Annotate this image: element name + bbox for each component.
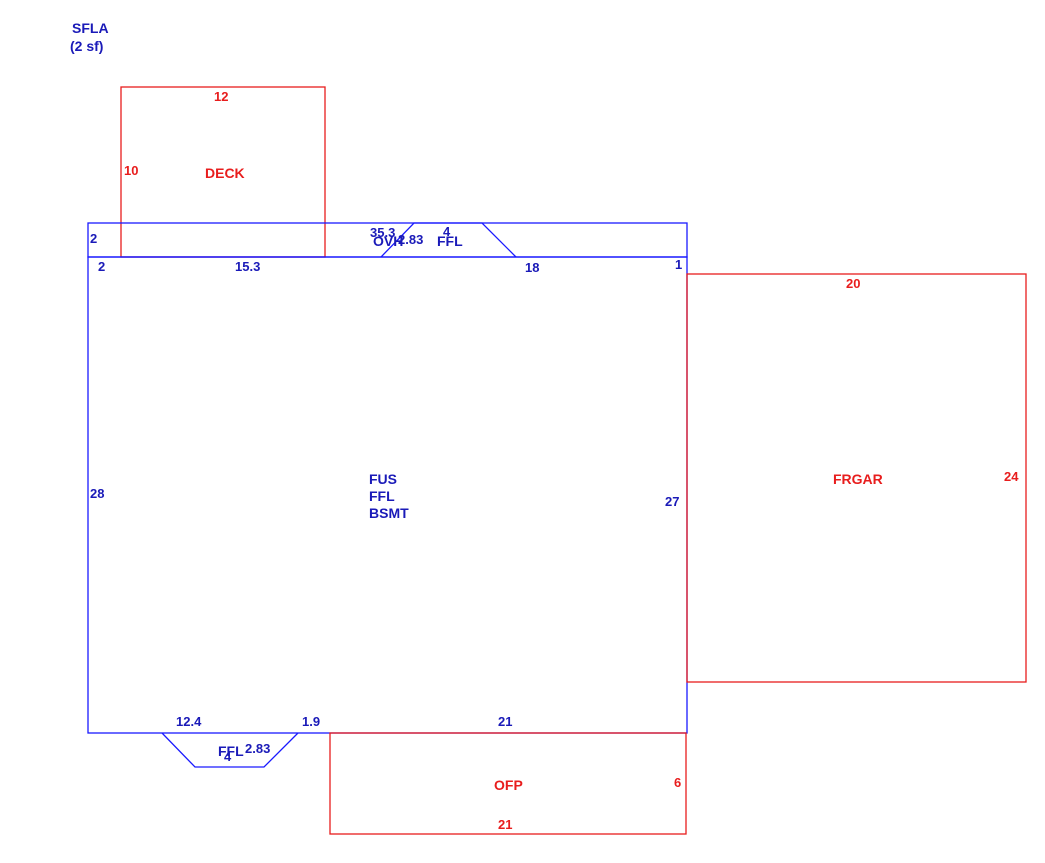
main-top-seg-dim: 15.3 [235, 259, 260, 274]
ovh-left-dim: 2 [90, 231, 97, 246]
ffl-top-label: FFL [437, 233, 463, 249]
ofp-label: OFP [494, 777, 523, 793]
ffl-bottom-width-dim: 4 [224, 749, 232, 764]
ovh-span-dim: 35.3 [370, 225, 395, 240]
ofp-bottom-dim: 21 [498, 817, 512, 832]
main-left-dim: 28 [90, 486, 104, 501]
main-bottom-mid-dim: 1.9 [302, 714, 320, 729]
deck-label: DECK [205, 165, 245, 181]
sfla-label: SFLA [72, 20, 109, 36]
deck-top-dim: 12 [214, 89, 228, 104]
main-right-dim: 27 [665, 494, 679, 509]
ofp-outline [329, 732, 687, 835]
main-right-top-dim: 1 [675, 257, 682, 272]
ffl-top-width-dim: 4 [443, 224, 451, 239]
ffl-top-outline [380, 222, 517, 258]
sfla-area: (2 sf) [70, 38, 103, 54]
main-label-ffl: FFL [369, 488, 395, 504]
garage-label: FRGAR [833, 471, 883, 487]
main-bottom-right-dim: 21 [498, 714, 512, 729]
ofp-right-dim: 6 [674, 775, 681, 790]
ovh-label: OVH [373, 233, 403, 249]
main-top-right-dim: 18 [525, 260, 539, 275]
main-label-fus: FUS [369, 471, 397, 487]
ffl-top-diag-dim: 2.83 [398, 232, 423, 247]
main-label-bsmt: BSMT [369, 505, 409, 521]
ffl-bottom-diag-dim: 2.83 [245, 741, 270, 756]
main-bottom-left-dim: 12.4 [176, 714, 202, 729]
garage-outline [686, 273, 1027, 683]
garage-right-dim: 24 [1004, 469, 1019, 484]
ffl-bottom-outline [161, 732, 299, 768]
garage-top-dim: 20 [846, 276, 860, 291]
ffl-bottom-label: FFL [218, 743, 244, 759]
deck-left-dim: 10 [124, 163, 138, 178]
main-left-top-dim: 2 [98, 259, 105, 274]
